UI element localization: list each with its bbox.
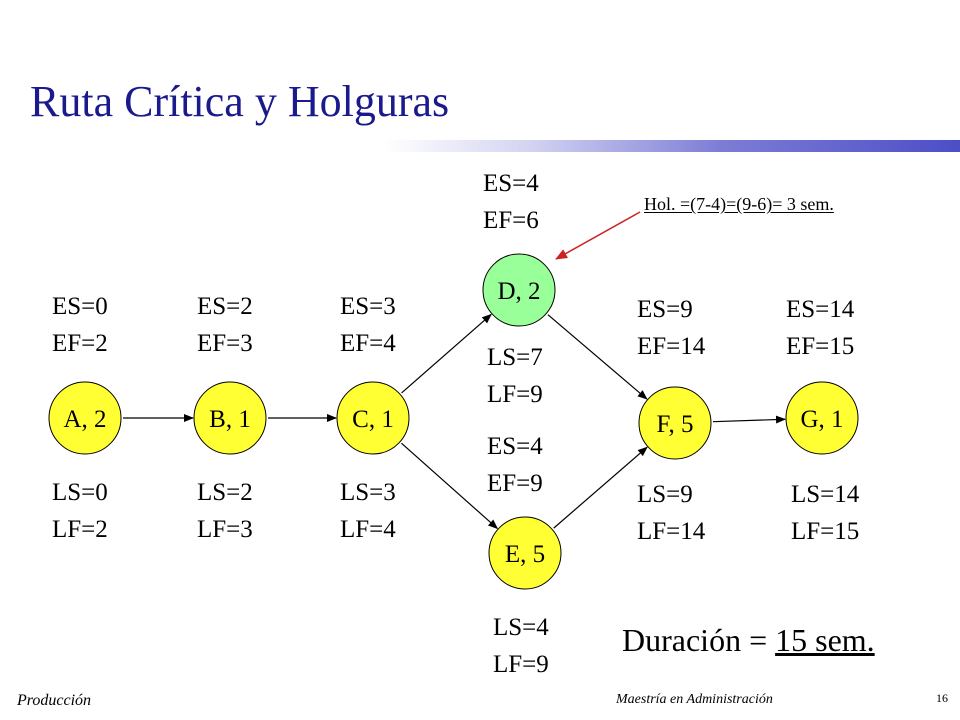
- es-label-d: ES=4: [483, 170, 539, 197]
- node-circle-g: [785, 381, 859, 455]
- ef-label-g: EF=15: [786, 333, 855, 360]
- node-circle-d: [482, 253, 556, 327]
- es-label-b: ES=2: [197, 293, 253, 320]
- node-label-d: D, 2: [497, 278, 540, 305]
- ef-label-d: EF=6: [483, 207, 539, 234]
- lf-label-b: LF=3: [197, 516, 253, 543]
- node-g: G, 1: [785, 381, 859, 455]
- ls-label-g: LS=14: [791, 481, 860, 508]
- lf-label-f: LF=14: [637, 518, 706, 545]
- node-label-e: E, 5: [505, 541, 545, 568]
- slack-annotation: Hol. =(7-4)=(9-6)= 3 sem.: [644, 194, 834, 214]
- edges-layer: [123, 313, 787, 530]
- ef-label-f: EF=14: [637, 333, 706, 360]
- node-circle-a: [48, 381, 122, 455]
- title-gradient-bar: [0, 140, 960, 152]
- ef-label-a: EF=2: [52, 330, 108, 357]
- lf-label-a: LF=2: [52, 516, 108, 543]
- edge-d-f: [547, 314, 648, 400]
- slide-title: Ruta Crítica y Holguras: [30, 77, 450, 126]
- node-a: A, 2: [48, 381, 122, 455]
- lf-label-g: LF=15: [791, 518, 860, 545]
- annotation-arrow: [555, 211, 641, 260]
- page-number: 16: [936, 691, 948, 705]
- node-circle-f: [638, 386, 712, 460]
- ls-label-c: LS=3: [340, 479, 396, 506]
- node-label-c: C, 1: [352, 406, 394, 433]
- lf-label-d: LF=9: [487, 381, 543, 408]
- footer-program: Maestría en Administración: [616, 692, 773, 707]
- node-c: C, 1: [336, 381, 410, 455]
- es-label-g: ES=14: [786, 296, 855, 323]
- project-duration: Duración = 15 sem.: [622, 624, 875, 656]
- ef-label-b: EF=3: [197, 330, 253, 357]
- node-label-a: A, 2: [63, 406, 106, 433]
- ls-label-d: LS=7: [487, 344, 543, 371]
- ef-label-e: EF=9: [487, 470, 543, 497]
- duration-value: 15 sem.: [775, 622, 875, 658]
- lf-label-e: LF=9: [493, 651, 549, 678]
- nodes-layer: A, 2 B, 1 C, 1 D, 2 E, 5 F, 5 G, 1: [48, 253, 859, 590]
- es-label-e: ES=4: [487, 433, 543, 460]
- edge-e-f: [553, 446, 648, 529]
- node-f: F, 5: [638, 386, 712, 460]
- edge-c-d: [401, 313, 492, 394]
- edge-f-g: [712, 415, 787, 424]
- es-label-f: ES=9: [637, 296, 693, 323]
- duration-prefix: Duración =: [622, 622, 776, 658]
- node-circle-e: [488, 516, 562, 590]
- ls-label-e: LS=4: [493, 614, 549, 641]
- node-circle-c: [336, 381, 410, 455]
- ls-label-a: LS=0: [52, 479, 108, 506]
- node-d: D, 2: [482, 253, 556, 327]
- node-label-f: F, 5: [657, 411, 694, 438]
- edge-c-e: [401, 442, 499, 530]
- lf-label-c: LF=4: [340, 516, 396, 543]
- es-label-c: ES=3: [340, 293, 396, 320]
- node-label-g: G, 1: [800, 406, 843, 433]
- ls-label-b: LS=2: [197, 479, 253, 506]
- node-e: E, 5: [488, 516, 562, 590]
- node-circle-b: [193, 381, 267, 455]
- ef-label-c: EF=4: [340, 330, 396, 357]
- ls-label-f: LS=9: [637, 481, 693, 508]
- node-b: B, 1: [193, 381, 267, 455]
- node-label-b: B, 1: [209, 406, 251, 433]
- es-label-a: ES=0: [52, 293, 108, 320]
- footer-course: Producción: [17, 692, 92, 709]
